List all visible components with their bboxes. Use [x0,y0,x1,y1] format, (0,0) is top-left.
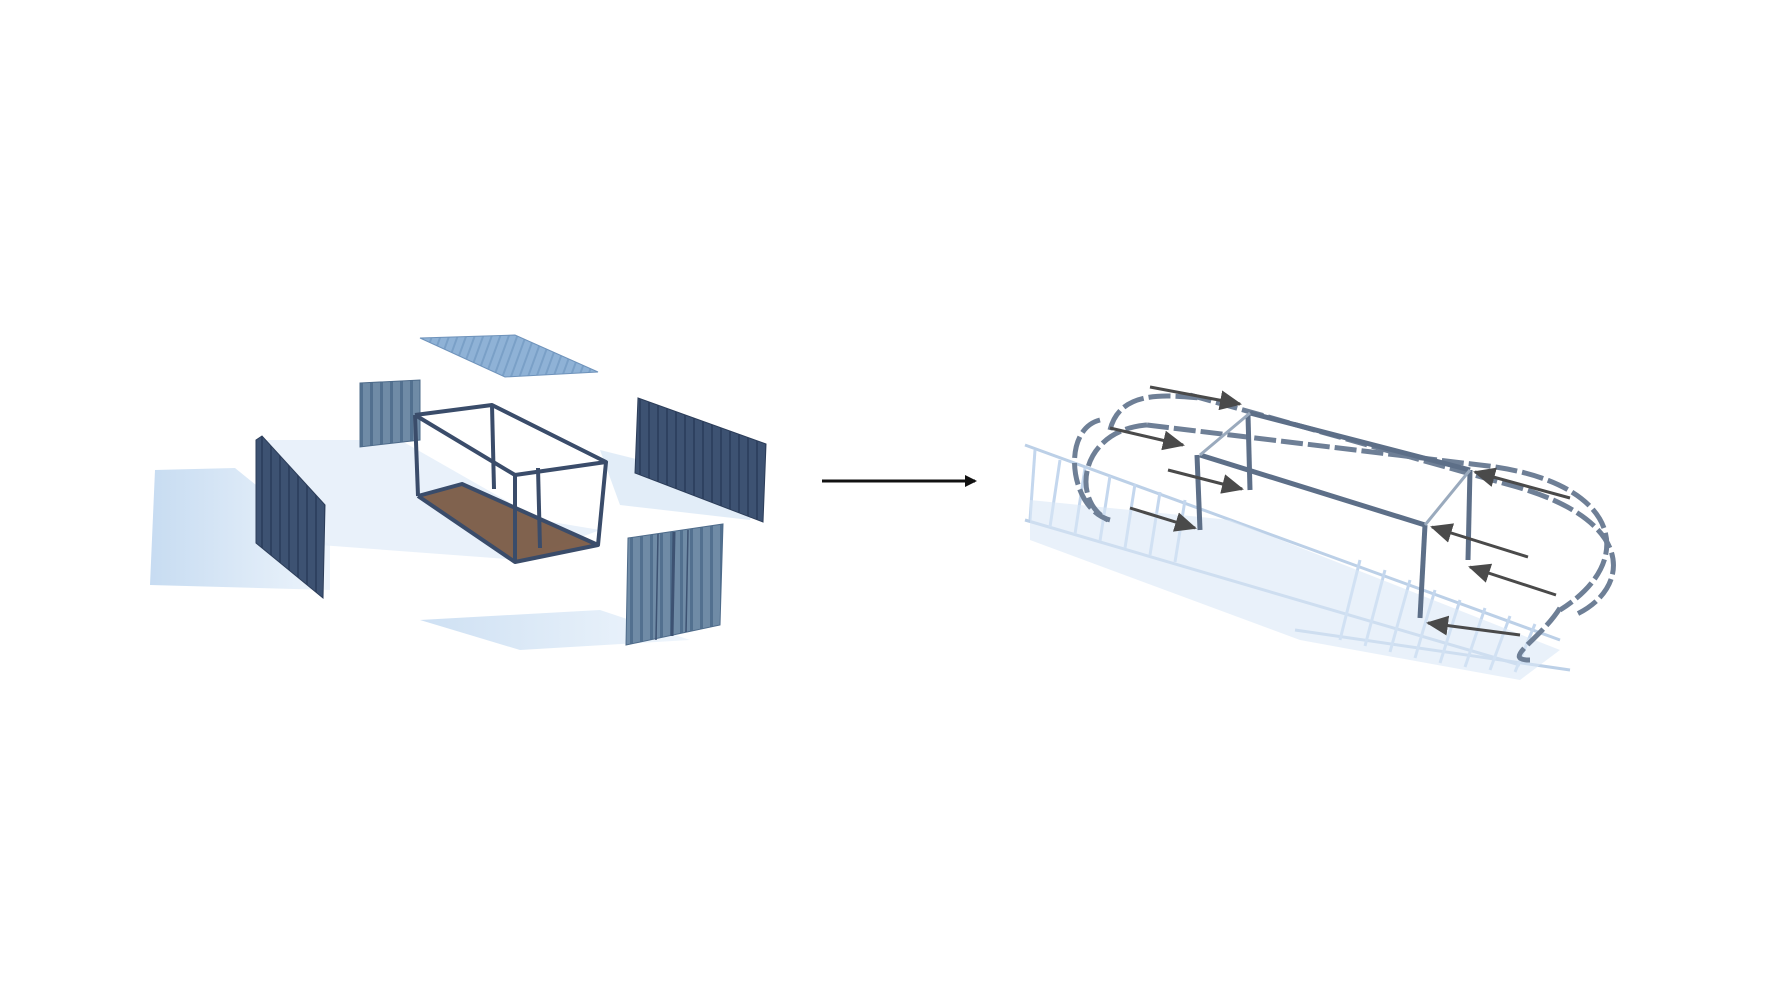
flow-arrow-icon [1129,506,1197,532]
door-bar [685,529,689,633]
flow-arrow-icon [1473,467,1571,500]
end-wall-back [359,379,421,448]
door-seam [670,531,676,637]
side-wall-right [634,397,767,523]
flow-arrow-icon [1167,468,1244,494]
flow-arrow-icon [1430,523,1529,559]
container-frame [413,403,608,564]
side-wall-left [255,435,326,600]
flow-arrow-icon [1149,385,1242,411]
loop-rail [1072,392,1616,663]
flow-arrow-icon [1109,426,1185,451]
flow-arrow-icon [1468,563,1557,597]
floor-shadow [1030,500,1560,680]
end-wall-front-doors [625,523,724,646]
flow-arrows [1109,385,1571,637]
exploded-container-illustration [150,334,767,650]
roof-panel [419,334,599,378]
loop-frame-front [1194,410,1473,619]
track-loop-illustration [1024,385,1616,680]
door-bar [655,533,659,641]
ground-shadow [420,610,690,650]
flow-arrow-icon [1426,615,1521,637]
container-floor [418,484,598,562]
